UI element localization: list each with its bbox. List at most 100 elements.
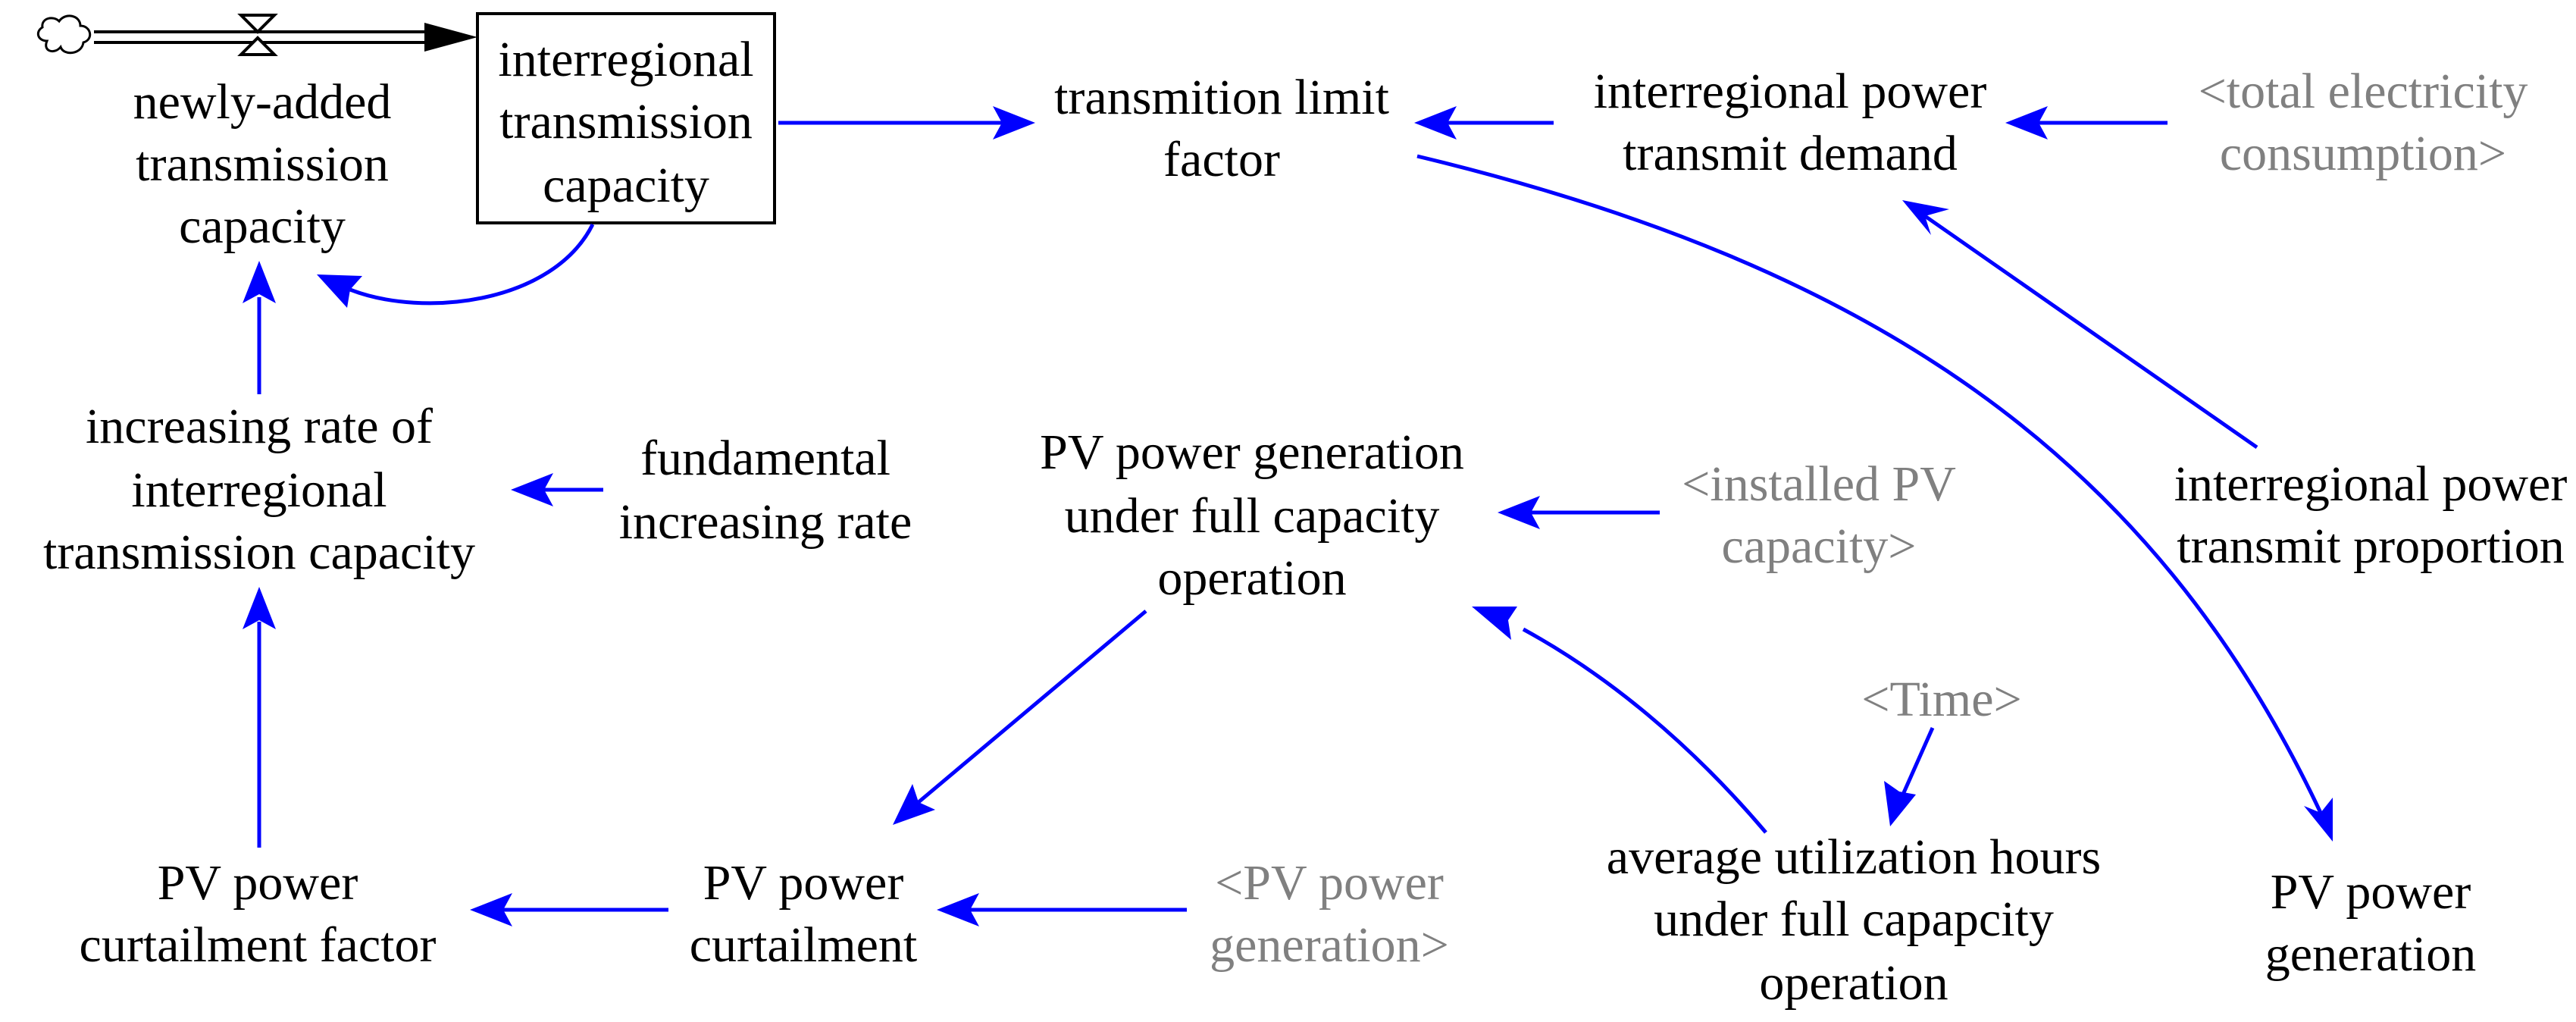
svg-text:generation: generation — [2265, 926, 2477, 982]
node-label-line: under full capapcity — [1654, 892, 2054, 947]
node-label-line: PV power generation — [1040, 425, 1464, 480]
node-label-line: curtailment — [690, 917, 918, 973]
svg-text:capacity: capacity — [543, 158, 709, 213]
link-proportion-to-demand — [1923, 214, 2258, 450]
node-label-line: PV power — [2271, 864, 2471, 920]
valve-icon — [237, 14, 278, 56]
node-label-line: transmission — [499, 94, 753, 149]
node-label-line: <total electricity — [2199, 64, 2528, 119]
svg-text:increasing rate of: increasing rate of — [86, 399, 433, 454]
node-label-line: capacity — [543, 158, 709, 213]
node-label-line: interregional — [498, 32, 753, 87]
svg-text:transmission: transmission — [136, 136, 389, 192]
svg-text:under full capapcity: under full capapcity — [1654, 892, 2054, 947]
svg-text:PV power: PV power — [2271, 864, 2471, 920]
node-label-line: newly-added — [133, 74, 392, 130]
svg-text:factor: factor — [1163, 132, 1280, 187]
node-transmition-limit-factor: transmition limit factor — [1054, 70, 1389, 187]
node-label-line: interregional power — [2174, 456, 2568, 512]
node-label-line: transmition limit — [1054, 70, 1389, 125]
link-avg-to-full — [1522, 627, 1767, 834]
link-time-to-avg — [1900, 726, 1935, 798]
svg-text:newly-added: newly-added — [133, 74, 392, 130]
node-pv-power-generation-full-capacity: PV power generation under full capacity … — [1040, 425, 1464, 606]
node-pv-power-generation-shadow: <PV power generation> — [1210, 855, 1449, 973]
node-label-line: increasing rate of — [86, 399, 433, 454]
node-average-utilization-hours: average utilization hours under full cap… — [1607, 829, 2101, 1011]
node-label-line: interregional power — [1594, 64, 1987, 119]
svg-text:PV power: PV power — [158, 855, 358, 911]
svg-text:transmission: transmission — [499, 94, 753, 149]
node-label-line: factor — [1163, 132, 1280, 187]
node-label-line: PV power — [703, 855, 904, 911]
node-label-line: average utilization hours — [1607, 829, 2101, 885]
node-label-line: operation — [1759, 955, 1948, 1011]
node-installed-pv-capacity: <installed PV capacity> — [1682, 456, 1956, 574]
node-label-line: transmit demand — [1623, 126, 1958, 181]
cloud-icon — [36, 14, 92, 55]
node-label-line: operation — [1157, 550, 1346, 606]
svg-text:capacity>: capacity> — [1721, 519, 1916, 574]
node-label-line: PV power — [158, 855, 358, 911]
node-label-line: capacity — [179, 199, 346, 254]
svg-text:consumption>: consumption> — [2220, 126, 2506, 181]
svg-text:interregional power: interregional power — [2174, 456, 2568, 512]
svg-text:transmit demand: transmit demand — [1623, 126, 1958, 181]
svg-text:transmit proportion: transmit proportion — [2177, 519, 2564, 574]
link-full-to-curtailment — [917, 610, 1147, 804]
svg-text:<total electricity: <total electricity — [2199, 64, 2528, 119]
node-label-line: interregional — [131, 462, 387, 518]
node-label-line: under full capacity — [1065, 488, 1440, 544]
node-label-line: generation — [2265, 926, 2477, 982]
node-label-line: consumption> — [2220, 126, 2506, 181]
stock-box — [476, 12, 776, 224]
svg-text:transmition limit: transmition limit — [1054, 70, 1389, 125]
svg-text:under full capacity: under full capacity — [1065, 488, 1440, 544]
links — [243, 106, 2333, 926]
node-label-line: transmit proportion — [2177, 519, 2564, 574]
svg-text:capacity: capacity — [179, 199, 346, 254]
node-fundamental-increasing-rate: fundamental increasing rate — [619, 431, 912, 550]
svg-text:interregional: interregional — [498, 32, 753, 87]
svg-text:PV power: PV power — [703, 855, 904, 911]
svg-text:increasing rate: increasing rate — [619, 494, 912, 550]
svg-text:PV power generation: PV power generation — [1040, 425, 1464, 480]
svg-text:fundamental: fundamental — [640, 431, 890, 486]
svg-text:operation: operation — [1157, 550, 1346, 606]
svg-text:generation>: generation> — [1210, 917, 1449, 973]
link-limit-to-generation — [1416, 154, 2323, 814]
node-pv-power-generation: PV power generation — [2265, 864, 2477, 982]
node-label-line: increasing rate — [619, 494, 912, 550]
node-pv-power-curtailment-factor: PV power curtailment factor — [80, 855, 437, 973]
svg-text:<installed PV: <installed PV — [1682, 456, 1956, 512]
svg-text:transmission capacity: transmission capacity — [43, 525, 475, 580]
node-interregional-power-transmit-demand: interregional power transmit demand — [1594, 64, 1987, 181]
svg-text:<Time>: <Time> — [1861, 672, 2021, 727]
node-label-line: fundamental — [640, 431, 890, 486]
node-label-line: <PV power — [1215, 855, 1444, 911]
svg-text:average utilization hours: average utilization hours — [1607, 829, 2101, 885]
node-time: <Time> — [1861, 672, 2021, 727]
svg-text:curtailment factor: curtailment factor — [80, 917, 437, 973]
node-label-line: transmission capacity — [43, 525, 475, 580]
link-capacity-to-newly-added — [349, 223, 595, 306]
node-label-line: <Time> — [1861, 672, 2021, 727]
node-interregional-transmission-capacity: interregional transmission capacity — [498, 32, 753, 213]
node-label-line: transmission — [136, 136, 389, 192]
svg-text:curtailment: curtailment — [690, 917, 918, 973]
node-total-electricity-consumption: <total electricity consumption> — [2199, 64, 2528, 181]
node-increasing-rate: increasing rate of interregional transmi… — [43, 399, 475, 580]
node-label-line: curtailment factor — [80, 917, 437, 973]
flow-pipe — [94, 23, 477, 52]
node-label-line: capacity> — [1721, 519, 1916, 574]
svg-text:<PV power: <PV power — [1215, 855, 1444, 911]
node-label-line: <installed PV — [1682, 456, 1956, 512]
node-interregional-power-transmit-proportion: interregional power transmit proportion — [2174, 456, 2568, 574]
svg-text:interregional: interregional — [131, 462, 387, 518]
node-newly-added-transmission-capacity: newly-added transmission capacity — [133, 74, 392, 254]
node-pv-power-curtailment: PV power curtailment — [690, 855, 918, 973]
svg-text:interregional power: interregional power — [1594, 64, 1987, 119]
svg-text:operation: operation — [1759, 955, 1948, 1011]
node-label-line: generation> — [1210, 917, 1449, 973]
